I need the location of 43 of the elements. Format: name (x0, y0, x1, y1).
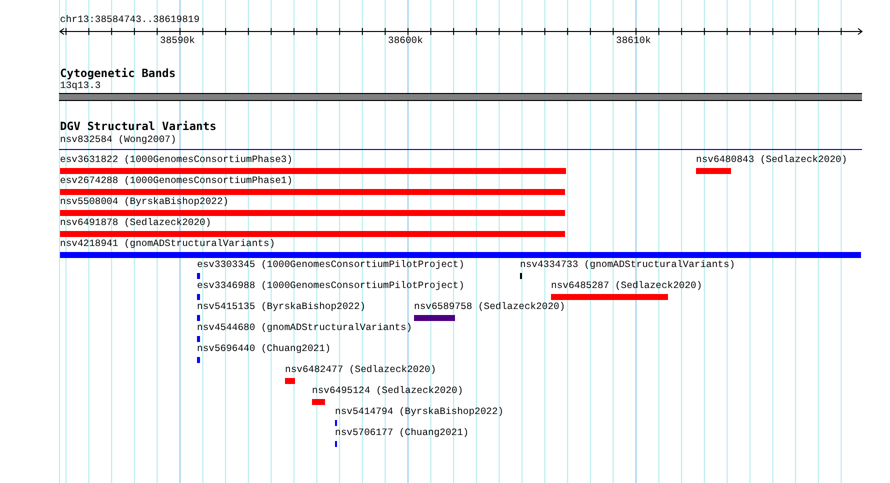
variant-label: nsv4544680 (gnomADStructuralVariants) (197, 322, 412, 334)
variant-bar (197, 336, 200, 342)
coordinate-label: chr13:38584743..38619819 (60, 14, 200, 26)
variant-label: nsv6480843 (Sedlazeck2020) (696, 154, 848, 166)
tick-label: 38610k (616, 35, 651, 47)
variant-bar (696, 168, 731, 174)
variant-label: nsv6589758 (Sedlazeck2020) (414, 301, 566, 313)
variant-label: esv3631822 (1000GenomesConsortiumPhase3) (60, 154, 293, 166)
variant-bar (60, 252, 861, 258)
variant-label: esv3303345 (1000GenomesConsortiumPilotProject) (197, 259, 464, 271)
variant-bar (60, 168, 566, 174)
variant-label: nsv5696440 (Chuang2021) (197, 343, 331, 355)
variant-label: nsv5415135 (ByrskaBishop2022) (197, 301, 366, 313)
variant-label: nsv832584 (Wong2007) (60, 134, 176, 146)
variant-label: nsv4334733 (gnomADStructuralVariants) (520, 259, 736, 271)
variant-label: nsv4218941 (gnomADStructuralVariants) (60, 238, 276, 250)
variant-bar (60, 189, 565, 195)
variant-bar (551, 294, 668, 300)
variant-bar (60, 210, 565, 216)
tick-label: 38590k (160, 35, 195, 47)
track-title: Cytogenetic Bands (60, 67, 176, 80)
variant-label: nsv6495124 (Sedlazeck2020) (312, 385, 464, 397)
variant-line (59, 149, 862, 150)
variant-bar (197, 357, 200, 363)
variant-label: esv3346988 (1000GenomesConsortiumPilotProject) (197, 280, 464, 292)
variant-bar (60, 231, 565, 237)
variant-label: nsv6491878 (Sedlazeck2020) (60, 217, 212, 229)
tick-label: 38600k (388, 35, 423, 47)
variant-bar (197, 315, 200, 321)
variant-bar (414, 315, 455, 321)
variant-label: nsv6482477 (Sedlazeck2020) (285, 364, 436, 376)
variant-label: esv2674288 (1000GenomesConsortiumPhase1) (60, 175, 293, 187)
variant-bar (197, 294, 200, 300)
variant-label: nsv5706177 (Chuang2021) (335, 427, 469, 439)
variant-label: nsv6485287 (Sedlazeck2020) (551, 280, 702, 292)
variant-label: nsv5508004 (ByrskaBishop2022) (60, 196, 229, 208)
variant-bar (285, 378, 295, 384)
variant-label: nsv5414794 (ByrskaBishop2022) (335, 406, 504, 418)
variant-bar (197, 273, 200, 279)
track-title: DGV Structural Variants (60, 120, 216, 133)
chromosome-band (59, 93, 862, 101)
variant-bar (312, 399, 325, 405)
band-label: 13q13.3 (60, 80, 101, 92)
